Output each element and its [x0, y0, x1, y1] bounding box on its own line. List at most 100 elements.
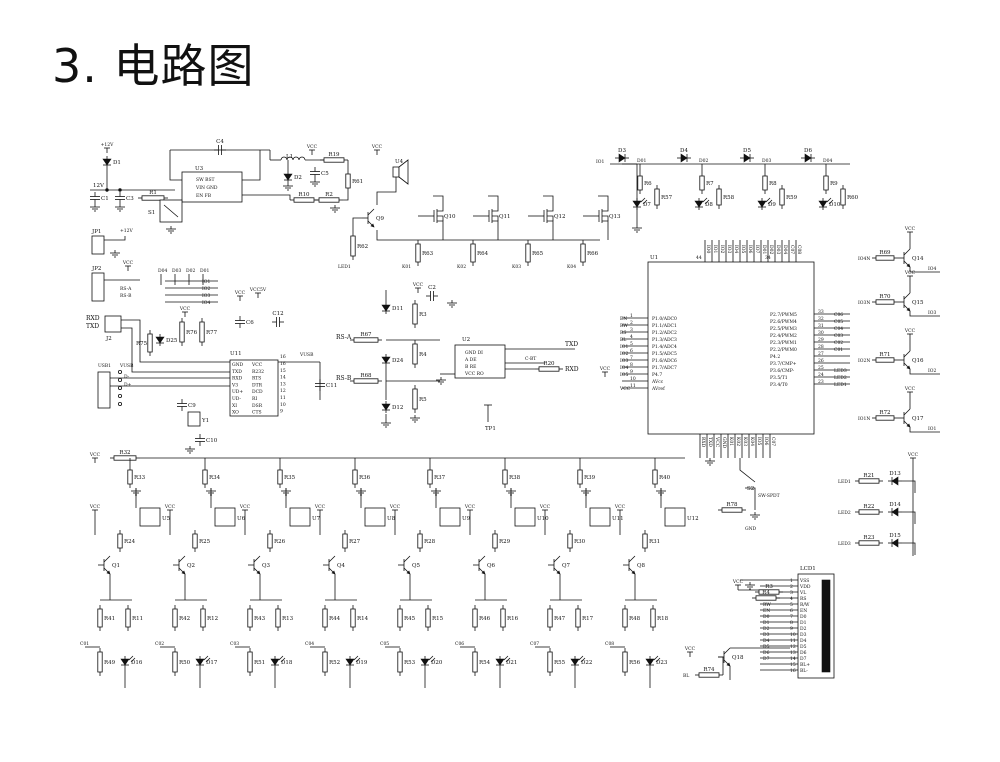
jp1-label: JP1 — [91, 229, 101, 235]
wire — [437, 215, 444, 221]
resistor-label: R12 — [207, 616, 218, 622]
mcu-top-net: D01 — [761, 245, 767, 254]
resistor-R35 — [277, 469, 283, 485]
mcu-bottom-net: C07 — [770, 437, 776, 446]
lcd-pin-num: 3 — [790, 590, 793, 596]
u11-pin-left: RXD — [232, 376, 243, 382]
resistor-R40 — [652, 469, 658, 485]
diode-D12 — [381, 403, 391, 411]
lcd-pin-num: 6 — [790, 608, 793, 614]
lcd-pin-name: R/W — [800, 602, 810, 608]
diode-label: D3 — [618, 148, 626, 154]
resistor-label: R23 — [863, 535, 875, 541]
led-arrow — [767, 199, 773, 205]
resistor-R17 — [575, 608, 581, 628]
wire — [242, 150, 261, 181]
j2-connector — [104, 315, 122, 333]
transistor-arrow — [906, 423, 911, 428]
mcu-left-func: P1.7/ADC7 — [652, 365, 677, 371]
resistor-R59 — [779, 188, 785, 206]
u11-usb-serial — [229, 359, 279, 417]
inductor-coil — [292, 156, 300, 161]
lcd-pin-name: BL+ — [800, 662, 810, 668]
wire — [253, 555, 261, 563]
resistor-label: R4 — [419, 352, 427, 358]
resistor-R22 — [858, 509, 880, 515]
s2-label: S2 — [747, 486, 754, 492]
mcu-bottom-net: K03 — [742, 437, 748, 446]
resistor-R6 — [637, 175, 643, 191]
wire — [492, 204, 499, 212]
wire — [902, 511, 916, 524]
wire — [121, 319, 230, 363]
wire — [602, 204, 609, 212]
lcd-pin-name: VSS — [799, 578, 809, 584]
lcd-pin-num: 11 — [790, 638, 796, 644]
diode-D6 — [804, 153, 812, 163]
diode-D14 — [891, 507, 899, 517]
mcu-right-pin: 24 — [818, 372, 824, 378]
mosfet-label: Q12 — [554, 214, 566, 220]
wire — [909, 267, 940, 273]
capacitor-label: C9 — [188, 403, 196, 409]
diode-label: D12 — [392, 405, 403, 411]
wire — [723, 647, 731, 655]
resistor-R61 — [345, 173, 351, 189]
diode-label: D18 — [281, 660, 293, 666]
switch-contact — [163, 204, 179, 218]
u11-pin-right: RI — [252, 396, 257, 402]
resistor-R52 — [322, 651, 328, 673]
s1-label: S1 — [148, 210, 155, 216]
slide-title: 3. 电路图 — [52, 39, 255, 93]
u11-pin-right: VCC — [251, 362, 263, 368]
led-arrow — [826, 197, 832, 203]
inductor-label: L1 — [286, 154, 293, 160]
vcc-label: VCC — [122, 260, 134, 266]
wire — [367, 208, 375, 216]
resistor-R19 — [323, 157, 345, 163]
lcd-screen — [821, 579, 831, 673]
resistor-R34 — [202, 469, 208, 485]
led-arrow — [355, 657, 361, 663]
resistor-R49 — [97, 651, 103, 673]
lcd-pin-num: 5 — [790, 602, 793, 608]
resistor-R4 — [755, 595, 777, 601]
diode-D17 — [195, 658, 205, 666]
led-arrow — [353, 655, 359, 661]
mcu-bottom-net: VCC — [714, 436, 720, 448]
u3-pin-name: SW BST — [196, 177, 215, 183]
resistor-R63 — [415, 243, 421, 263]
mcu-top-net: C08 — [796, 245, 802, 254]
mcu-right-net: C05 — [834, 319, 843, 325]
transistor-label: Q15 — [912, 300, 924, 306]
resistor-label: R27 — [349, 539, 361, 545]
buzzer-horn — [398, 159, 409, 185]
d-minus: D- — [124, 374, 130, 380]
resistor-label: R15 — [432, 616, 444, 622]
resistor-label: R32 — [119, 450, 130, 456]
resistor-label: R67 — [360, 332, 372, 338]
lcd-net: RW — [763, 602, 771, 608]
diode-label: D1 — [113, 160, 121, 166]
diode-label: D21 — [506, 660, 517, 666]
wire — [492, 215, 499, 221]
resistor-label: R35 — [284, 475, 296, 481]
lcd-pin-num: 1 — [790, 578, 793, 584]
optocoupler-U9 — [439, 507, 461, 527]
usb-pin — [118, 377, 123, 382]
resistor-R15 — [425, 608, 431, 628]
lcd-pin-name: VDD — [799, 584, 811, 590]
led-arrow — [505, 657, 511, 663]
transistor-label: Q16 — [912, 358, 924, 364]
lcd-pin-name: D3 — [800, 632, 807, 638]
vcc-label: VCC — [239, 504, 251, 510]
wire — [909, 311, 940, 317]
wire — [478, 555, 486, 563]
resistor-label: R57 — [661, 195, 673, 201]
mcu-top-net: IO4 — [733, 245, 739, 253]
resistor-R77 — [199, 321, 205, 343]
net-rs-b-2: RS-B — [336, 375, 352, 382]
resistor-label: R78 — [726, 502, 738, 508]
u11-pin-right: RTS — [252, 376, 261, 382]
wire — [745, 487, 756, 510]
